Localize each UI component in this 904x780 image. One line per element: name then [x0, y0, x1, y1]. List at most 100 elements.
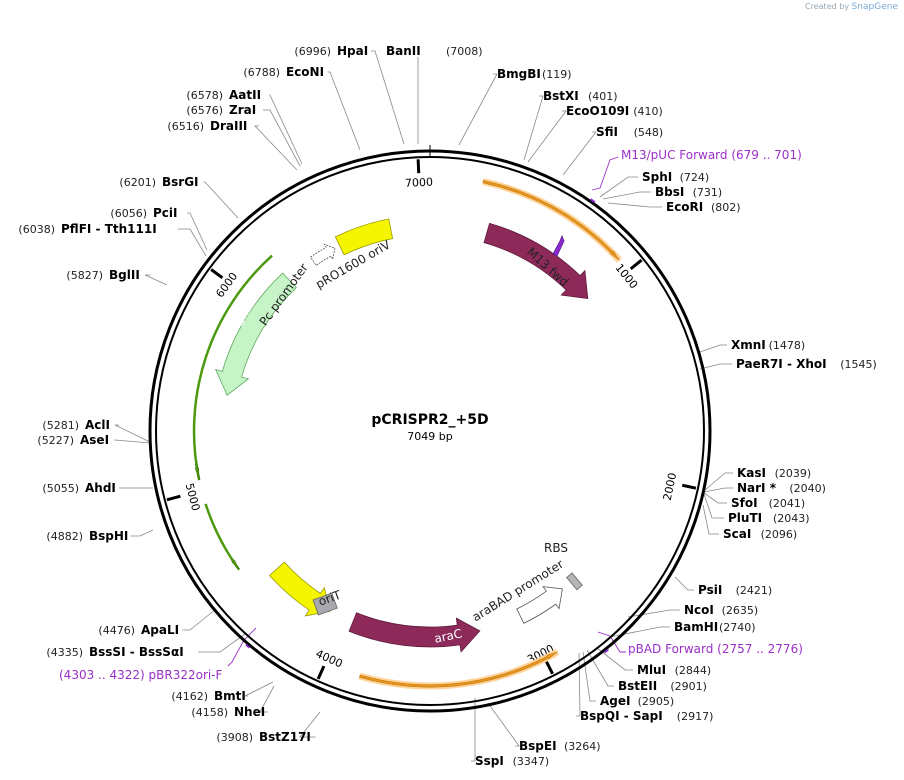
site-bsphi: BspHI(4882) [46, 529, 128, 543]
site-pos-ahdi: (5055) [42, 482, 79, 495]
primer-mark-pbr322 [245, 643, 251, 649]
site-leader-draiii [254, 125, 298, 171]
site-name-sfii: SfiI [596, 125, 618, 139]
site-leader-sphi [599, 176, 638, 198]
site-pos-sfoi: (2041) [769, 497, 806, 510]
site-bstz17i: BstZ17I(3908) [216, 730, 310, 744]
site-pos-bsteii: (2901) [670, 680, 707, 693]
site-pcii: PciI(6056) [110, 206, 177, 220]
site-pos-bmgbi: (119) [542, 68, 572, 81]
site-bsteii: BstEII (2901) [618, 679, 707, 693]
site-bspei: BspEI(3264) [519, 739, 601, 753]
site-leader-bsphi [130, 529, 154, 537]
site-name-bsteii: BstEII [618, 679, 657, 693]
site-pos-kasi: (2039) [775, 467, 812, 480]
site-name-bbsi: BbsI [655, 185, 684, 199]
site-bbsi: BbsI (731) [655, 185, 722, 199]
site-name-pcii: PciI [153, 206, 178, 220]
site-ahdi: AhdI(5055) [42, 481, 115, 495]
site-leader-bbsi [602, 191, 651, 200]
site-name-mlui: MluI [637, 663, 666, 677]
site-pos-ecori: (802) [711, 201, 741, 214]
site-pos-bglii: (5827) [66, 269, 103, 282]
site-name-acli: AclI [85, 418, 110, 432]
site-mlui: MluI(2844) [637, 663, 711, 677]
site-name-psii: PsiI [698, 583, 722, 597]
tick-6000 [210, 268, 224, 280]
site-name-agei: AgeI [600, 694, 630, 708]
feature-pro1600-oriv [334, 218, 394, 256]
site-name-bsssi-bsss-i: BssSI - BssSαI [89, 645, 184, 659]
site-paer7i-xhoi: PaeR7I - XhoI(1545) [736, 357, 877, 371]
site-pflfi-tth111i: PflFI - Tth111I(6038) [18, 222, 156, 236]
site-leader-paer7i-xhoi [699, 363, 732, 370]
site-leader-xmni [699, 344, 727, 353]
site-pos-ncoi: (2635) [722, 604, 759, 617]
site-name-bmti: BmtI [214, 689, 246, 703]
site-draiii: DraIII(6516) [167, 119, 247, 133]
site-nhei: NheI(4158) [191, 705, 265, 719]
site-pos-asei: (5227) [37, 434, 74, 447]
site-leader-bspei [487, 702, 520, 747]
primer-leader-pbr322ori-f [227, 627, 257, 667]
site-leader-bsrgi [203, 181, 239, 219]
feature-gmr-cds-head [194, 463, 200, 481]
primer-mark-m13 [589, 198, 596, 204]
tick-label-2000: 2000 [661, 472, 680, 502]
site-pos-bbsi: (731) [693, 186, 723, 199]
site-name-ncoi: NcoI [684, 603, 714, 617]
site-leader-sfii [562, 131, 597, 176]
site-pos-paer7i-xhoi: (1545) [840, 358, 877, 371]
site-leader-psii [674, 576, 694, 591]
feature-m13-fwd [552, 234, 565, 257]
site-leader-bstz17i [299, 711, 321, 738]
site-acli: AclI(5281) [42, 418, 110, 432]
primer-leader-m13-puc-forward [591, 156, 619, 191]
site-banii: BanII (7008) [386, 44, 483, 58]
site-bspqi-sapi: BspQI - SapI(2917) [580, 709, 713, 723]
site-bamhi: BamHI(2740) [674, 620, 756, 634]
site-name-banii: BanII [386, 44, 421, 58]
site-pos-draiii: (6516) [167, 120, 204, 133]
site-name-apali: ApaLI [141, 623, 179, 637]
site-name-bamhi: BamHI [674, 620, 718, 634]
feature-label-pro1600-rep: pRO1600 Rep [404, 195, 488, 220]
snapgene-logo: SnapGene [851, 2, 898, 12]
site-leader-bspqi-sapi [576, 652, 581, 717]
site-pos-banii: (7008) [446, 45, 483, 58]
site-pos-psii: (2421) [736, 584, 773, 597]
site-name-kasi: KasI [737, 466, 766, 480]
site-leader-apali [182, 608, 217, 631]
orf-arrow-1 [482, 180, 620, 261]
feature-cds-line-2 [204, 503, 241, 571]
feature-gmr-cds-line [192, 254, 273, 481]
site-leader-ecori [607, 202, 662, 208]
site-pos-bmti: (4162) [171, 690, 208, 703]
site-leader-pflfi-tth111i [177, 228, 207, 257]
site-leader-bsssi-bsss-i [198, 633, 246, 653]
site-leader-hpai [371, 50, 405, 145]
site-pluti: PluTI(2043) [728, 511, 810, 525]
site-name-bglii: BglII [109, 268, 140, 282]
site-name-econi: EcoNI [286, 65, 324, 79]
site-pos-bsrgi: (6201) [119, 176, 156, 189]
site-leader-bmgbi [458, 73, 498, 146]
tick-1000 [629, 258, 643, 271]
feature-cds-head-2 [230, 558, 240, 570]
site-leader-asei [114, 439, 151, 444]
site-leader-kasi [703, 472, 733, 492]
site-pos-pluti: (2043) [773, 512, 810, 525]
site-name-bsphi: BspHI [89, 529, 128, 543]
site-name-sphi: SphI [642, 170, 672, 184]
site-leader-scai [702, 504, 719, 535]
site-leader-pcii [187, 212, 208, 251]
orf-arrow-2 [359, 651, 558, 688]
site-bstxi: BstXI(401) [543, 89, 618, 103]
tick-2000 [681, 483, 697, 490]
site-leader-nari [703, 487, 733, 493]
tick-label-4000: 4000 [314, 647, 345, 670]
site-leader-nhei [259, 685, 275, 713]
site-name-hpai: HpaI [337, 44, 368, 58]
site-pos-bstz17i: (3908) [216, 731, 253, 744]
tick-4000 [316, 665, 326, 680]
